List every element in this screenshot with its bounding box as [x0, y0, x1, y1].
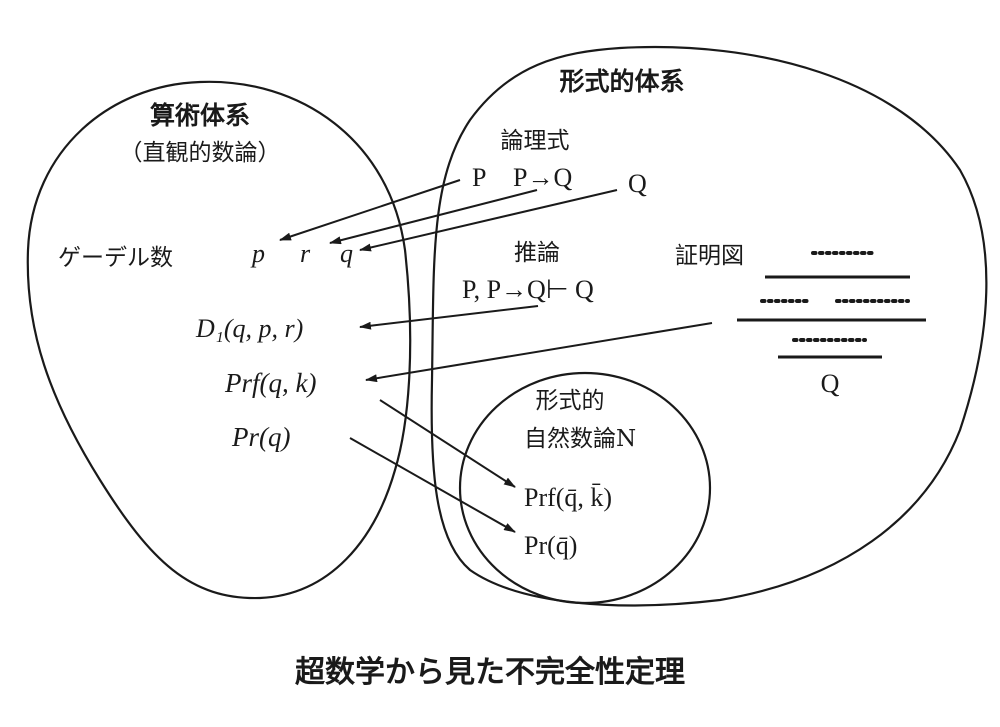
arrow-q-to-godel-q: [359, 189, 618, 252]
arithmetic-system-title: 算術体系: [150, 101, 250, 130]
godel-number-label: ゲーデル数: [58, 245, 173, 271]
arrow-implication-to-godel-r: [329, 189, 538, 245]
proof-diagram: [737, 251, 926, 359]
arrow-inference-to-d1: [359, 305, 539, 330]
arrow-proof-to-prf: [365, 322, 713, 383]
arithmetic-system-boundary: [26, 80, 412, 600]
godel-number-q: q: [340, 239, 353, 268]
figure-caption: 超数学から見た不完全性定理: [295, 655, 685, 690]
arrow-pr-to-inner-pr: [349, 437, 516, 533]
d1-expression: D₁(q, p, r): [195, 314, 303, 343]
formal-system-title: 形式的体系: [559, 67, 684, 96]
arithmetic-system-subtitle: （直観的数論）: [120, 140, 281, 166]
formal-number-theory-boundary: [458, 371, 712, 605]
inner-title-line2: 自然数論N: [524, 426, 636, 452]
godel-number-p: p: [250, 239, 265, 268]
inner-pr-expression: Pr(q̄): [524, 531, 577, 560]
pr-expression: Pr(q): [231, 422, 290, 452]
formula-p: P: [472, 163, 486, 192]
formula-q: Q: [628, 169, 647, 198]
proof-conclusion: Q: [821, 369, 840, 398]
formal-system-boundary: [430, 45, 988, 607]
godel-number-r: r: [300, 239, 311, 268]
prf-expression: Prf(q, k): [224, 368, 316, 398]
inference-rule: P, P→Q⊢ Q: [462, 275, 594, 304]
inference-label: 推論: [514, 240, 560, 266]
inner-prf-expression: Prf(q̄, k̄): [524, 483, 612, 512]
arrow-p-to-godel-p: [279, 179, 461, 241]
proof-diagram-label: 証明図: [675, 243, 744, 269]
formula-label: 論理式: [501, 128, 570, 154]
inner-title-line1: 形式的: [536, 388, 605, 414]
arrow-prf-to-inner-prf: [379, 399, 516, 488]
formula-p-implies-q: P→Q: [513, 163, 572, 192]
